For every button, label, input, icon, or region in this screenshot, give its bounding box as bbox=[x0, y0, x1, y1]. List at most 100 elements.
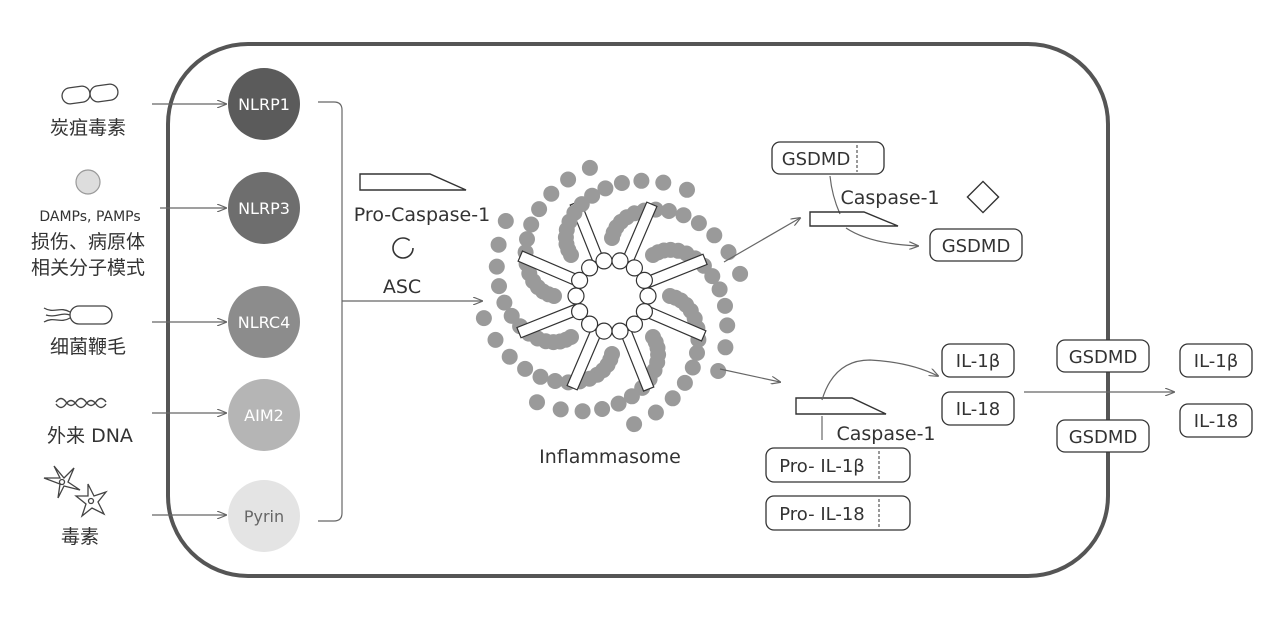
asc-filament-bead bbox=[613, 175, 630, 191]
asc-filament-bead bbox=[519, 231, 535, 248]
caspase-ring-bead bbox=[625, 259, 644, 277]
gsdmd-full-label: GSDMD bbox=[782, 149, 851, 170]
asc-filament-bead bbox=[711, 281, 728, 298]
caspase-ring-bead bbox=[570, 271, 589, 289]
asc-filament-bead bbox=[594, 401, 611, 417]
asc-filament-bead bbox=[497, 213, 514, 229]
il18-box: IL-18 bbox=[941, 391, 1015, 426]
anthrax-toxin-icon bbox=[61, 83, 119, 105]
asc-filament-bead bbox=[531, 201, 548, 218]
asc-filament-bead bbox=[660, 203, 677, 219]
asc-filament-bead bbox=[664, 390, 681, 407]
asc-filament-bead bbox=[655, 174, 672, 191]
gsdmd-cleaved-box: GSDMD bbox=[929, 228, 1023, 262]
asc-filament-bead bbox=[490, 236, 507, 253]
asc-filament-bead bbox=[496, 294, 513, 311]
gsdmd-feed-line bbox=[829, 175, 841, 215]
sensor-circle bbox=[228, 172, 300, 244]
asc-filament-bead bbox=[529, 394, 545, 411]
gsdmd-cleaved-label: GSDMD bbox=[942, 236, 1011, 257]
sensor-bracket bbox=[318, 101, 343, 522]
sensor-label: NLRP1 bbox=[238, 95, 290, 114]
star-toxin-icon bbox=[43, 465, 108, 518]
sensor-circle bbox=[228, 286, 300, 358]
pro-il18-box: Pro- IL-18 bbox=[765, 495, 911, 531]
pro-il1b-label: Pro- IL-1β bbox=[779, 456, 865, 477]
sensor-label: AIM2 bbox=[244, 406, 284, 425]
pro-il1b-box: Pro- IL-1β bbox=[765, 447, 911, 483]
caspase-shape-upper bbox=[809, 211, 899, 227]
stimulus-label-anthrax: 炭疽毒素 bbox=[50, 117, 126, 139]
stimulus-label-toxin: 毒素 bbox=[61, 526, 99, 548]
dna-wave-icon bbox=[55, 397, 107, 409]
asc-filament-bead bbox=[610, 395, 627, 412]
pamp-circle-icon bbox=[75, 169, 101, 195]
asc-filament-bead bbox=[552, 401, 569, 418]
pro-il18-label: Pro- IL-18 bbox=[779, 504, 865, 525]
bacterium-flagellum-icon bbox=[43, 305, 113, 325]
released-il1b-box: IL-1β bbox=[1179, 343, 1253, 378]
sensor-label: NLRP3 bbox=[238, 199, 290, 218]
stimulus-label-damps: DAMPs, PAMPs bbox=[39, 209, 140, 225]
asc-filament-bead bbox=[647, 404, 664, 421]
gsdmd-full-box: GSDMD bbox=[771, 141, 885, 175]
asc-filament-bead bbox=[732, 265, 749, 282]
pro-caspase-label: Pro-Caspase-1 bbox=[354, 204, 490, 226]
asc-filament-bead bbox=[717, 297, 733, 314]
caspase-ring-bead bbox=[595, 252, 613, 270]
asc-filament-bead bbox=[584, 187, 601, 204]
asc-filament-bead bbox=[675, 207, 692, 224]
il1b-label: IL-1β bbox=[956, 351, 1000, 372]
asc-filament-bead bbox=[689, 344, 705, 361]
sensor-circle bbox=[228, 68, 300, 140]
stimulus-label-dna: 外来 DNA bbox=[47, 425, 133, 447]
asc-filament-bead bbox=[704, 268, 721, 285]
sensor-nlrp1: NLRP1 bbox=[228, 68, 300, 140]
il1b-box: IL-1β bbox=[941, 343, 1015, 378]
caspase-ring-bead bbox=[635, 271, 654, 289]
stimulus-label-damage: 损伤、病原体 bbox=[31, 231, 145, 253]
arrow-to-gsdmd-cleaved bbox=[845, 227, 918, 246]
caspase-label-upper: Caspase-1 bbox=[840, 187, 939, 209]
arrow-to-il-mature bbox=[821, 359, 938, 401]
gsdmd-pore-top-label: GSDMD bbox=[1069, 347, 1138, 368]
asc-filament-bead bbox=[503, 307, 520, 324]
asc-filament-bead bbox=[517, 360, 534, 377]
asc-filament-bead bbox=[574, 403, 591, 420]
released-il18-box: IL-18 bbox=[1179, 403, 1253, 438]
sensor-aim2: AIM2 bbox=[228, 379, 300, 451]
caspase-ring-bead bbox=[595, 322, 613, 340]
gsdmd-pore-top: GSDMD bbox=[1056, 339, 1150, 373]
asc-filament-bead bbox=[633, 172, 650, 189]
stimulus-label-flagellin: 细菌鞭毛 bbox=[50, 336, 126, 358]
sensor-label: Pyrin bbox=[244, 507, 284, 526]
caspase-ring-bead bbox=[611, 322, 629, 340]
caspase-ring-bead bbox=[570, 303, 589, 321]
asc-label: ASC bbox=[383, 276, 421, 298]
gsdmd-pore-bottom: GSDMD bbox=[1056, 419, 1150, 453]
asc-filament-bead bbox=[547, 373, 564, 389]
gsdmd-pore-bottom-label: GSDMD bbox=[1069, 427, 1138, 448]
asc-filament-bead bbox=[684, 359, 701, 376]
released-il18-label: IL-18 bbox=[1194, 411, 1238, 432]
asc-filament-bead bbox=[717, 339, 734, 356]
sensor-label: NLRC4 bbox=[238, 313, 291, 332]
caspase-shape-lower bbox=[795, 397, 887, 415]
pro-caspase-shape bbox=[359, 173, 467, 191]
gsdmd-pore-icon bbox=[966, 180, 1000, 214]
asc-filament-bead bbox=[710, 363, 727, 379]
caspase-ring-bead bbox=[625, 315, 644, 333]
asc-icon bbox=[392, 237, 414, 259]
asc-filament-bead bbox=[719, 317, 736, 334]
caspase-ring-bead bbox=[639, 287, 657, 305]
asc-filament-bead bbox=[491, 278, 507, 295]
asc-filament-bead bbox=[475, 310, 492, 327]
stimulus-label-pattern: 相关分子模式 bbox=[31, 257, 145, 279]
arrow-to-il-path bbox=[719, 368, 780, 382]
sensor-circle bbox=[228, 480, 300, 552]
asc-filament-bead bbox=[706, 227, 723, 244]
asc-filament-bead bbox=[623, 388, 640, 405]
asc-filament-bead bbox=[532, 368, 549, 385]
asc-filament-bead bbox=[690, 215, 707, 232]
sensor-pyrin: Pyrin bbox=[228, 480, 300, 552]
